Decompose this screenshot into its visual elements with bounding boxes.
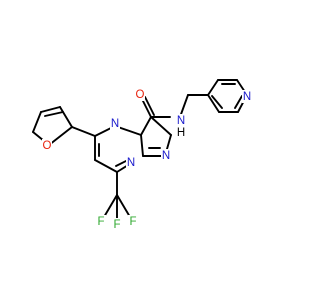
atom-label-n-amide: N (177, 115, 185, 127)
atom-bg-n-pyrimidine (110, 117, 120, 130)
atom-label-f-left: F (97, 216, 104, 228)
bond-28 (71, 126, 96, 137)
bond-31 (32, 111, 42, 133)
bond-24 (94, 159, 118, 173)
atom-label-n-pyrazole: N (162, 150, 170, 162)
bonds (32, 79, 248, 219)
atom-bg-n-amide (176, 114, 186, 127)
atom-bg-f-left (96, 215, 106, 228)
atom-bg-h-amide (176, 126, 186, 139)
atom-label-n-pyrimidine: N (111, 118, 119, 130)
bond-38 (116, 194, 131, 218)
bond-6 (207, 94, 220, 113)
bond-33 (48, 126, 73, 146)
bond-19 (140, 134, 144, 157)
atom-label-n-pyridine: N (243, 91, 251, 103)
atom-bg-n-bridge (126, 156, 136, 169)
bond-36 (103, 194, 118, 218)
bond-29 (59, 106, 73, 128)
atom-label-f-right: F (129, 216, 136, 228)
atom-bg-o-furan (42, 139, 52, 152)
atom-label-f-middle: F (113, 219, 120, 231)
atom-bg-n-pyrazole (161, 149, 171, 162)
bond-14 (144, 96, 155, 116)
bond-15 (140, 116, 152, 136)
bond-9 (211, 95, 223, 109)
atom-bg-f-right (128, 215, 138, 228)
bond-11 (179, 94, 189, 118)
bond-30 (40, 106, 61, 113)
atom-label-o-carbonyl: O (136, 89, 145, 101)
bond-34 (44, 111, 64, 117)
bond-1 (207, 79, 219, 96)
atom-label-o-furan: O (43, 140, 52, 152)
bond-13 (141, 98, 152, 118)
bond-8 (234, 95, 243, 109)
atom-bg-o-carbonyl (135, 88, 145, 101)
atom-bg-n-pyridine (242, 90, 252, 103)
bond-16 (150, 116, 172, 136)
atom-bg-f-middle (112, 218, 122, 231)
atom-label-n-bridge: N (127, 157, 135, 169)
atom-label-h-amide: H (177, 127, 185, 139)
